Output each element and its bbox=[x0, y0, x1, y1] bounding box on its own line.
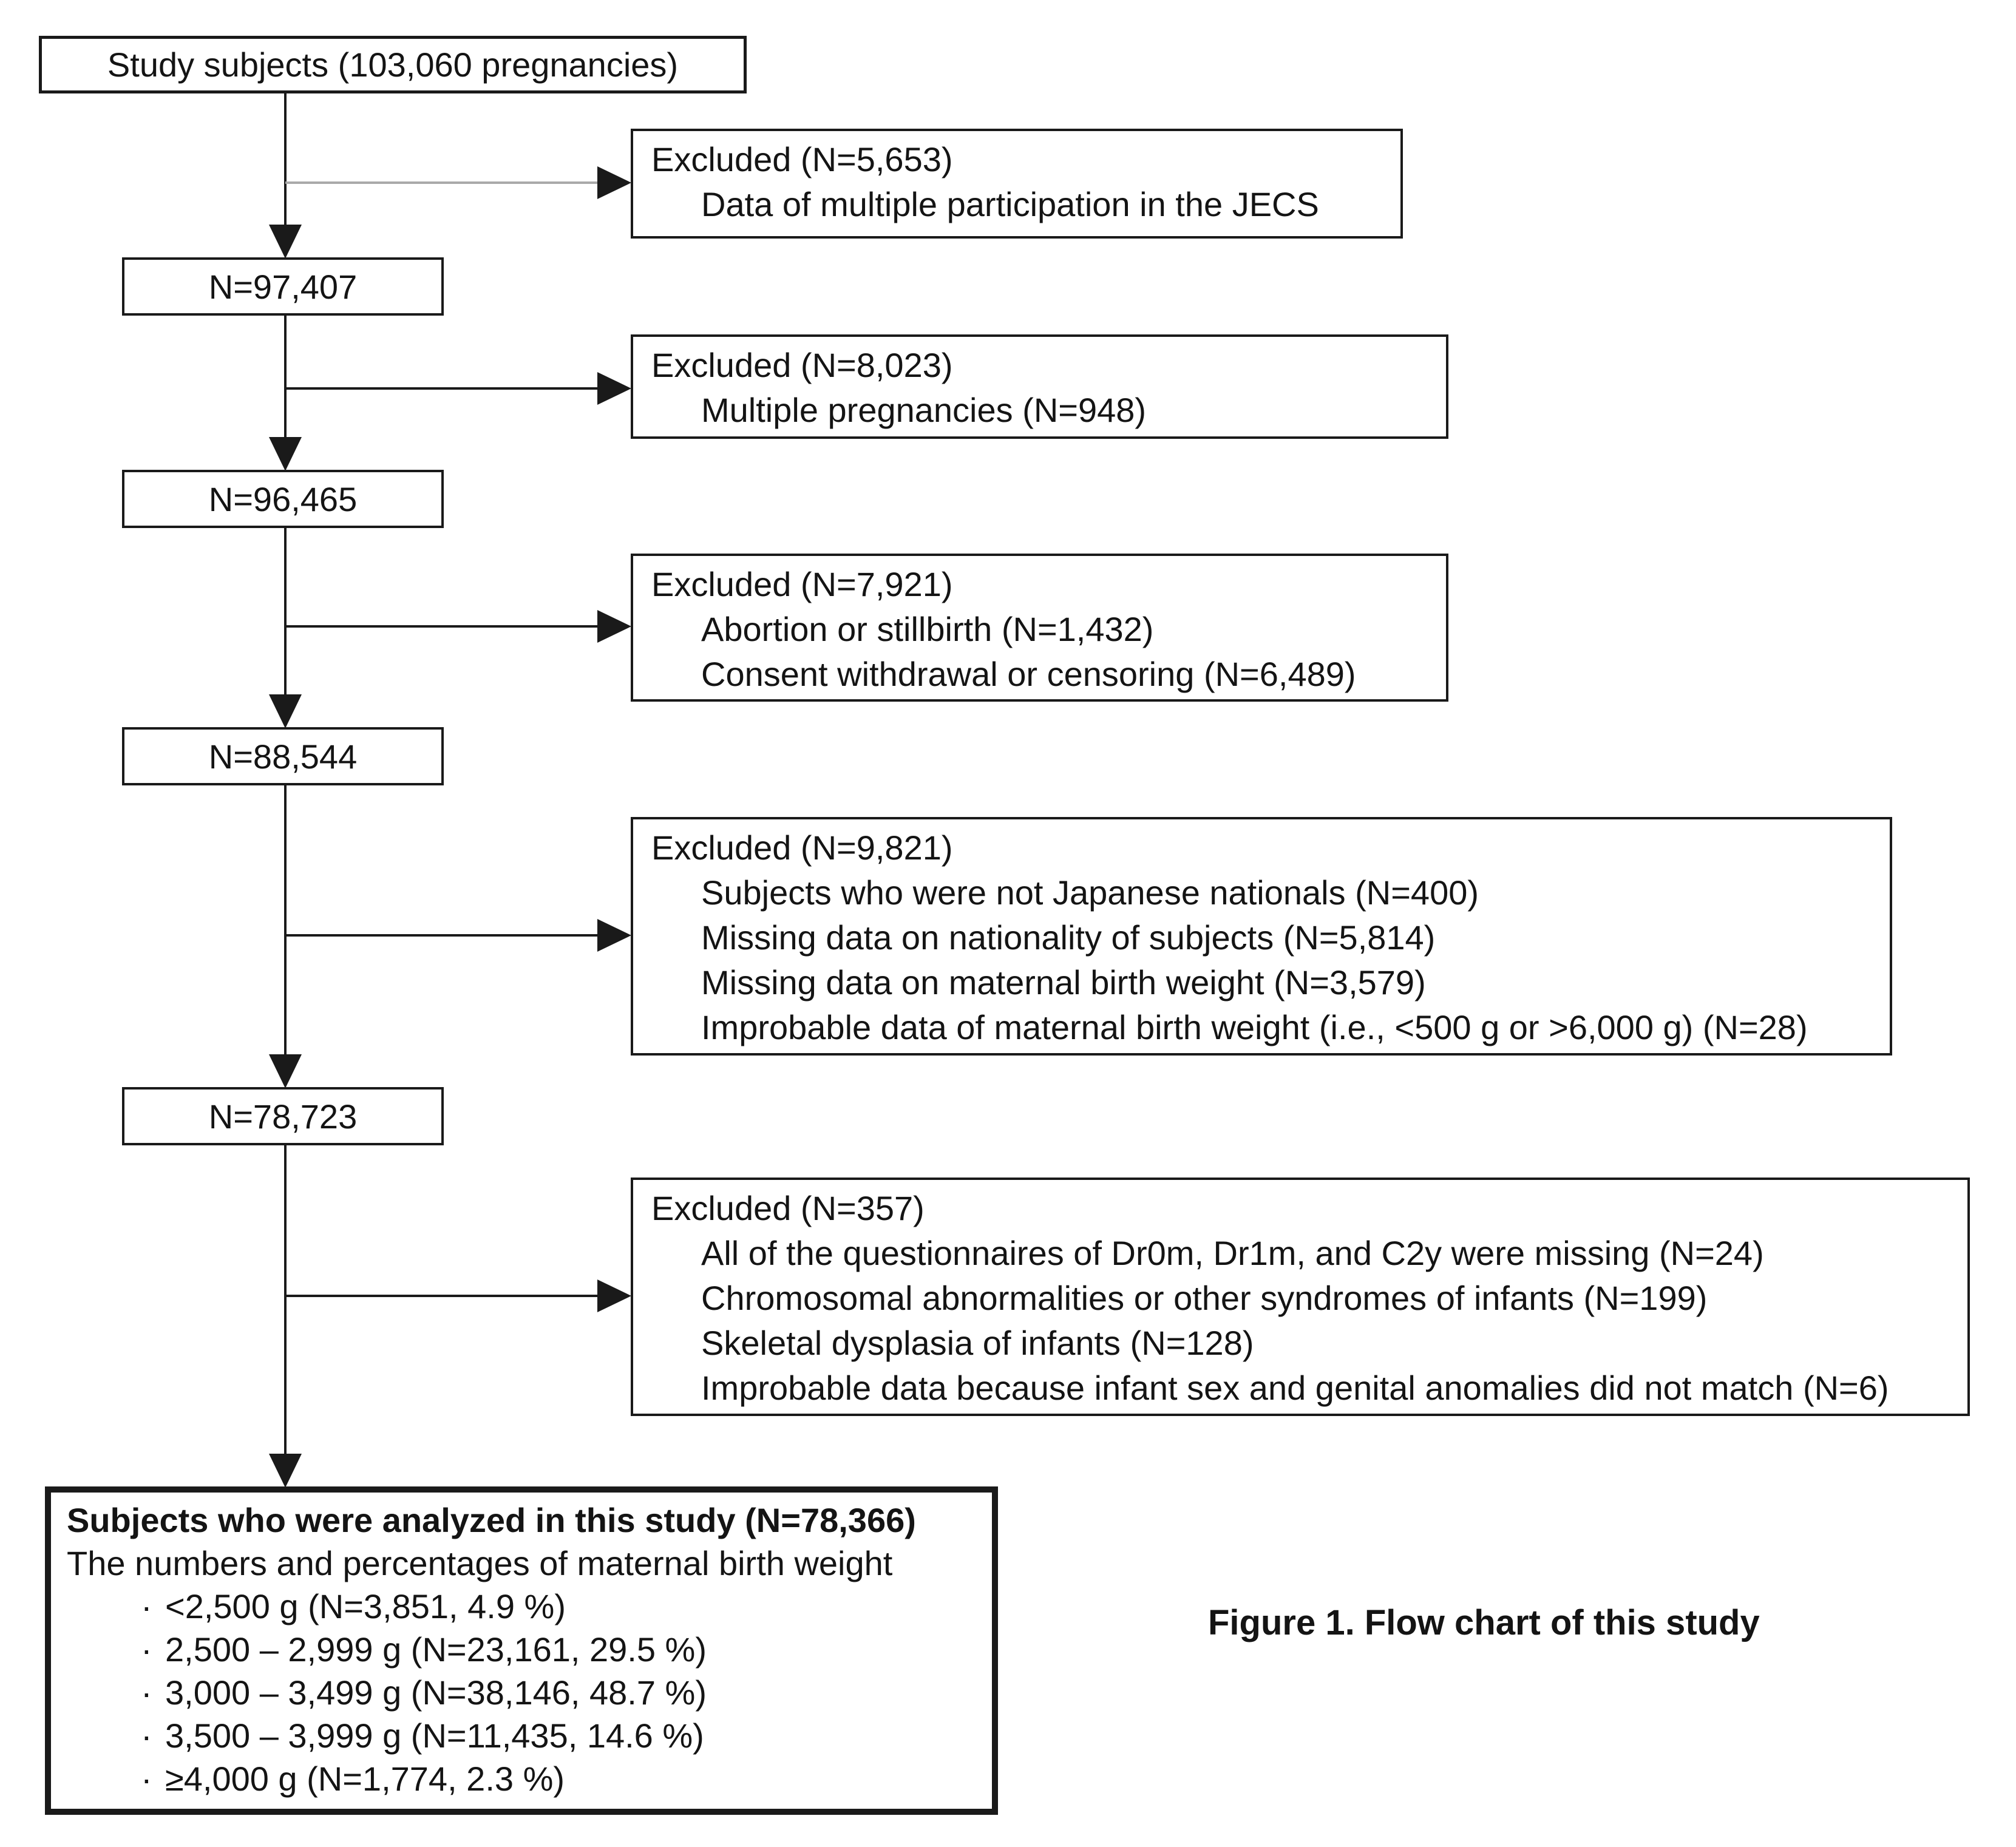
bullet-icon: · bbox=[141, 1717, 152, 1755]
exclusion-item: Multiple pregnancies (N=948) bbox=[701, 391, 1147, 429]
connector-line-muted bbox=[285, 181, 601, 184]
exclusion-title: Excluded (N=5,653) bbox=[651, 140, 953, 178]
final-box-item: · 3,500 – 3,999 g (N=11,435, 14.6 %) bbox=[67, 1714, 976, 1757]
exclusion-item: Missing data on nationality of subjects … bbox=[701, 918, 1436, 957]
cohort-label: N=78,723 bbox=[208, 1097, 358, 1136]
exclusion-title: Excluded (N=9,821) bbox=[651, 829, 953, 867]
arrow-down-icon bbox=[269, 1454, 302, 1488]
exclusion-title: Excluded (N=8,023) bbox=[651, 346, 953, 384]
final-box-item: · 2,500 – 2,999 g (N=23,161, 29.5 %) bbox=[67, 1628, 976, 1671]
final-box-item-text: 3,000 – 3,499 g (N=38,146, 48.7 %) bbox=[165, 1673, 707, 1712]
exclusion-title: Excluded (N=7,921) bbox=[651, 565, 953, 603]
exclusion-title: Excluded (N=357) bbox=[651, 1189, 925, 1227]
bullet-icon: · bbox=[141, 1673, 152, 1712]
connector-line bbox=[284, 785, 287, 1060]
exclusion-item: Consent withdrawal or censoring (N=6,489… bbox=[701, 655, 1356, 693]
final-box-item: · ≥4,000 g (N=1,774, 2.3 %) bbox=[67, 1757, 976, 1800]
arrow-right-icon bbox=[597, 166, 631, 199]
start-box: Study subjects (103,060 pregnancies) bbox=[39, 36, 747, 93]
exclusion-item: Improbable data because infant sex and g… bbox=[701, 1369, 1889, 1407]
exclusion-box-3: Excluded (N=7,921) Abortion or stillbirt… bbox=[631, 554, 1448, 702]
exclusion-box-4: Excluded (N=9,821) Subjects who were not… bbox=[631, 817, 1892, 1056]
connector-line bbox=[284, 316, 287, 443]
arrow-right-icon bbox=[597, 610, 631, 643]
arrow-down-icon bbox=[269, 225, 302, 259]
arrow-right-icon bbox=[597, 919, 631, 952]
arrow-down-icon bbox=[269, 694, 302, 728]
exclusion-item: Subjects who were not Japanese nationals… bbox=[701, 873, 1479, 912]
exclusion-item: Abortion or stillbirth (N=1,432) bbox=[701, 610, 1154, 648]
arrow-down-icon bbox=[269, 437, 302, 471]
connector-line bbox=[284, 93, 287, 231]
final-box-subtitle: The numbers and percentages of maternal … bbox=[67, 1544, 893, 1582]
final-box-item-text: <2,500 g (N=3,851, 4.9 %) bbox=[165, 1587, 566, 1625]
exclusion-item: Missing data on maternal birth weight (N… bbox=[701, 963, 1426, 1001]
final-box-item-text: 2,500 – 2,999 g (N=23,161, 29.5 %) bbox=[165, 1630, 707, 1669]
cohort-box-1: N=97,407 bbox=[122, 257, 444, 316]
figure-caption: Figure 1. Flow chart of this study bbox=[1208, 1603, 1760, 1642]
exclusion-item: Chromosomal abnormalities or other syndr… bbox=[701, 1279, 1708, 1317]
connector-line bbox=[284, 528, 287, 700]
final-analyzed-box: Subjects who were analyzed in this study… bbox=[45, 1486, 998, 1815]
connector-line bbox=[284, 1145, 287, 1460]
final-box-item-text: 3,500 – 3,999 g (N=11,435, 14.6 %) bbox=[165, 1717, 704, 1755]
cohort-label: N=97,407 bbox=[208, 267, 358, 306]
exclusion-item: All of the questionnaires of Dr0m, Dr1m,… bbox=[701, 1234, 1764, 1272]
final-box-item: · <2,500 g (N=3,851, 4.9 %) bbox=[67, 1585, 976, 1628]
exclusion-box-2: Excluded (N=8,023) Multiple pregnancies … bbox=[631, 334, 1448, 439]
arrow-down-icon bbox=[269, 1054, 302, 1088]
exclusion-item: Improbable data of maternal birth weight… bbox=[701, 1008, 1808, 1046]
exclusion-item: Skeletal dysplasia of infants (N=128) bbox=[701, 1324, 1254, 1362]
connector-line bbox=[285, 625, 601, 628]
exclusion-box-5: Excluded (N=357) All of the questionnair… bbox=[631, 1178, 1970, 1416]
cohort-box-2: N=96,465 bbox=[122, 470, 444, 528]
exclusion-item: Data of multiple participation in the JE… bbox=[701, 185, 1319, 223]
final-box-item: · 3,000 – 3,499 g (N=38,146, 48.7 %) bbox=[67, 1671, 976, 1714]
exclusion-box-1: Excluded (N=5,653) Data of multiple part… bbox=[631, 129, 1403, 239]
cohort-box-3: N=88,544 bbox=[122, 727, 444, 785]
arrow-right-icon bbox=[597, 1279, 631, 1312]
final-box-item-text: ≥4,000 g (N=1,774, 2.3 %) bbox=[165, 1760, 565, 1798]
cohort-label: N=96,465 bbox=[208, 480, 358, 518]
cohort-box-4: N=78,723 bbox=[122, 1087, 444, 1145]
start-box-label: Study subjects (103,060 pregnancies) bbox=[107, 46, 679, 84]
connector-line bbox=[285, 934, 601, 937]
bullet-icon: · bbox=[141, 1760, 152, 1798]
bullet-icon: · bbox=[141, 1630, 152, 1669]
cohort-label: N=88,544 bbox=[208, 737, 358, 776]
final-box-title: Subjects who were analyzed in this study… bbox=[67, 1501, 916, 1539]
connector-line bbox=[285, 1295, 601, 1297]
bullet-icon: · bbox=[141, 1587, 152, 1625]
connector-line bbox=[285, 387, 601, 390]
arrow-right-icon bbox=[597, 372, 631, 405]
